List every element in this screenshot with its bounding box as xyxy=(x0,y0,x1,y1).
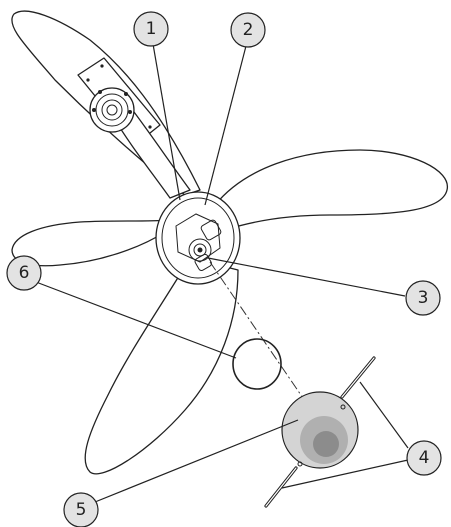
callout-4: 4 xyxy=(406,440,442,476)
callout-1: 1 xyxy=(133,11,169,47)
callout-6: 6 xyxy=(6,255,42,291)
fan-hub xyxy=(155,191,241,285)
motor-coupling xyxy=(89,87,135,133)
fan-blade-right xyxy=(214,149,448,231)
leader-4a xyxy=(359,381,409,449)
assembly-axis xyxy=(209,261,319,421)
callout-3: 3 xyxy=(405,280,441,316)
leader-5 xyxy=(94,419,299,503)
fan-blade-lower-left xyxy=(84,257,239,475)
leader-4b xyxy=(281,459,409,489)
callout-2: 2 xyxy=(230,12,266,48)
hub-cap xyxy=(281,391,359,469)
svg-text:6: 6 xyxy=(19,263,30,283)
screw-upper-core xyxy=(341,357,375,398)
leader-2 xyxy=(204,45,247,206)
drive-arm xyxy=(111,103,191,199)
svg-text:5: 5 xyxy=(76,500,87,520)
callout-5: 5 xyxy=(63,492,99,527)
leader-1 xyxy=(152,43,181,201)
svg-text:2: 2 xyxy=(243,20,254,40)
leader-6 xyxy=(35,281,237,359)
o-ring xyxy=(232,338,282,390)
fan-blade-left xyxy=(11,219,171,267)
svg-text:4: 4 xyxy=(419,448,430,468)
svg-text:1: 1 xyxy=(146,19,157,39)
svg-text:3: 3 xyxy=(418,288,429,308)
screw-lower-core xyxy=(265,467,297,507)
leader-3 xyxy=(207,257,406,297)
